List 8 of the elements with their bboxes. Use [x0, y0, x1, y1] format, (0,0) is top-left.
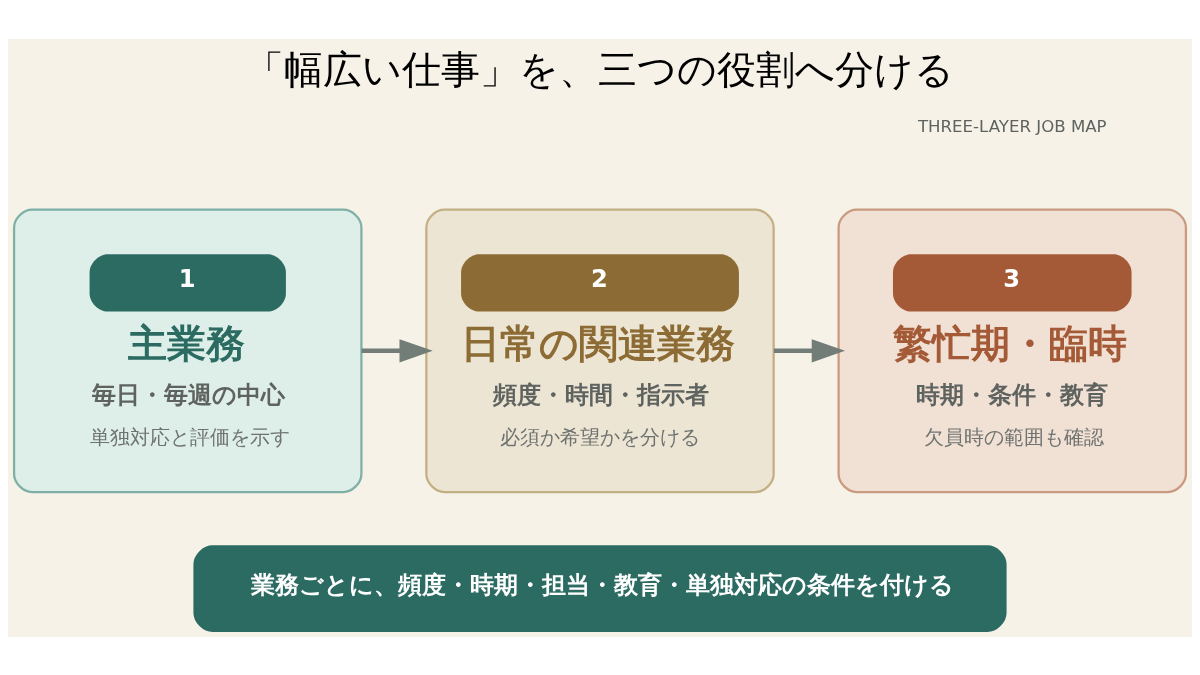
node-box: 1 主業務 毎日・毎週の中心 単独対応と評価を示す [12, 208, 363, 493]
arrow [773, 338, 845, 362]
node-box: 2 日常の関連業務 頻度・時間・指示者 必須か希望かを分ける [425, 208, 775, 493]
node-box: 業務ごとに、頻度・時期・担当・教育・単独対応の条件を付ける [193, 544, 1007, 632]
diagram-title: 「幅広い仕事」を、三つの役割へ分ける [245, 45, 955, 91]
node-box: 3 繁忙期・臨時 時期・条件・教育 欠員時の範囲も確認 [837, 208, 1188, 493]
label: THREE-LAYER JOB MAP [917, 116, 1107, 136]
arrow [361, 338, 433, 362]
